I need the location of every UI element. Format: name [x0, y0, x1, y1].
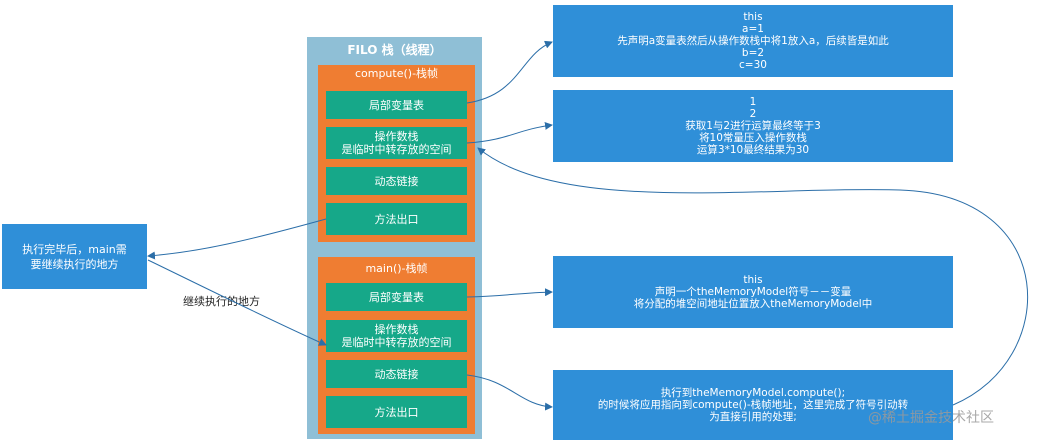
- connector-main-dynamic-to-compute: [477, 147, 1029, 406]
- connector-main-dynamic: [466, 374, 553, 411]
- connector-compute-operand: [466, 121, 553, 144]
- main-operand-sublabel: 是临时中转存放的空间: [341, 336, 452, 349]
- note-line: 将分配的堆空间地址位置放入theMemoryModel中: [633, 298, 873, 310]
- compute-return-label: 方法出口: [374, 212, 419, 226]
- note-compute-locals: this a=1 先声明a变量表然后从操作数栈中将1放入a，后续皆是如此 b=2…: [553, 5, 953, 77]
- note-line: 执行到theMemoryModel.compute();: [660, 387, 846, 399]
- note-line: c=30: [739, 59, 767, 71]
- compute-dynamic-link-label: 动态链接: [374, 174, 419, 188]
- return-target-line2: 要继续执行的地方: [30, 257, 119, 271]
- note-line: 将10常量压入操作数栈: [699, 132, 807, 144]
- note-compute-operand: 1 2 获取1与2进行运算最终等于3 将10常量压入操作数栈 运算3*10最终结…: [553, 90, 953, 162]
- note-line: 1: [749, 96, 757, 108]
- compute-return-slot: 方法出口: [326, 203, 467, 235]
- note-main-dynamic: 执行到theMemoryModel.compute(); 的时候将应用指向到co…: [553, 370, 953, 440]
- main-dynamic-link-slot: 动态链接: [326, 360, 467, 388]
- main-dynamic-link-label: 动态链接: [374, 367, 419, 381]
- compute-locals-label: 局部变量表: [369, 98, 424, 112]
- connector-compute-return: [147, 218, 327, 260]
- note-line: 获取1与2进行运算最终等于3: [685, 120, 821, 132]
- note-line: 2: [749, 108, 757, 120]
- main-locals-label: 局部变量表: [369, 290, 424, 304]
- return-target-box: 执行完毕后，main需 要继续执行的地方: [2, 224, 147, 289]
- note-line: 运算3*10最终结果为30: [696, 144, 810, 156]
- connector-main-locals: [466, 288, 553, 298]
- compute-frame-title: compute()-栈帧: [354, 67, 439, 80]
- note-line: this: [743, 274, 763, 286]
- note-line: 为直接引用的处理;: [709, 411, 797, 423]
- compute-operand-label: 操作数栈: [374, 130, 419, 143]
- compute-operand-sublabel: 是临时中转存放的空间: [341, 143, 452, 156]
- main-operand-label: 操作数栈: [374, 323, 419, 336]
- compute-operand-slot: 操作数栈 是临时中转存放的空间: [326, 127, 467, 159]
- connector-compute-locals: [466, 40, 553, 104]
- note-line: 先声明a变量表然后从操作数栈中将1放入a，后续皆是如此: [617, 35, 889, 47]
- main-return-label: 方法出口: [374, 405, 419, 419]
- note-line: b=2: [741, 47, 765, 59]
- return-target-line1: 执行完毕后，main需: [22, 242, 127, 256]
- connector-left-to-main: [147, 259, 327, 346]
- main-locals-slot: 局部变量表: [326, 283, 467, 311]
- compute-locals-slot: 局部变量表: [326, 91, 467, 119]
- note-line: this: [743, 11, 763, 23]
- main-frame-title: main()-栈帧: [365, 262, 428, 275]
- note-line: a=1: [742, 23, 764, 35]
- stack-title: FILO 栈（线程）: [347, 43, 442, 57]
- watermark: @稀土掘金技术社区: [868, 410, 994, 426]
- note-line: 声明一个theMemoryModel符号－－变量: [654, 286, 852, 298]
- note-main-locals: this 声明一个theMemoryModel符号－－变量 将分配的堆空间地址位…: [553, 256, 953, 328]
- note-line: 的时候将应用指向到compute()-栈帧地址，这里完成了符号引动转: [597, 399, 909, 411]
- compute-dynamic-link-slot: 动态链接: [326, 167, 467, 195]
- main-operand-slot: 操作数栈 是临时中转存放的空间: [326, 320, 467, 352]
- main-return-slot: 方法出口: [326, 396, 467, 428]
